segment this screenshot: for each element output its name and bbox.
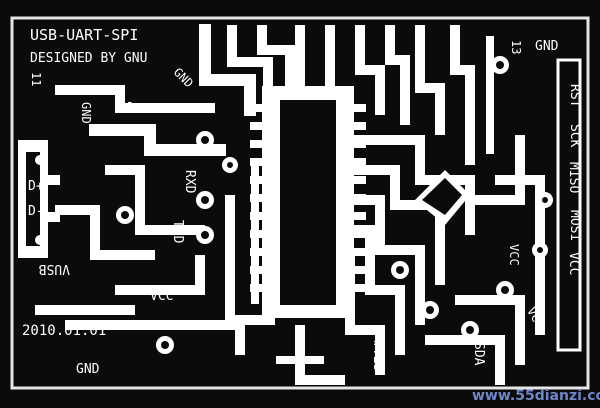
ic-pins-right: [348, 104, 366, 292]
label-txd: TXD: [170, 220, 185, 244]
board-outline: [10, 16, 590, 390]
trace: [89, 124, 226, 156]
label-vcc-right: VCC: [566, 252, 581, 275]
ic-pin: [250, 230, 268, 238]
label-miso: MISO: [566, 162, 581, 193]
trace: [345, 195, 425, 325]
ic-pin: [250, 122, 268, 130]
ic-pin: [348, 194, 366, 202]
ic-pin: [348, 212, 366, 220]
label-tes: #TES: [370, 340, 385, 371]
usb-pad: [40, 212, 60, 222]
trace: [105, 165, 205, 235]
trace: [450, 25, 475, 165]
board-title: USB-UART-SPI: [30, 26, 138, 44]
trace: [55, 85, 215, 113]
label-11: 11: [29, 72, 43, 86]
ic-pin: [250, 284, 268, 292]
trace: [345, 165, 445, 285]
usb-connector-inner: [26, 152, 40, 246]
vias: [35, 56, 553, 354]
via: [35, 235, 45, 245]
label-vcc-mid: VCC: [507, 244, 521, 266]
ic-pin: [250, 266, 268, 274]
crystal-component-body: [422, 178, 462, 215]
trace: [115, 255, 205, 295]
label-gnd-left-mid: GND: [79, 102, 93, 124]
ic-pin: [250, 212, 268, 220]
board-credit: DESIGNED BY GNU: [30, 51, 147, 66]
label-gnd-top-right: GND: [535, 39, 559, 54]
ic-pin: [250, 158, 268, 166]
trace: [199, 24, 256, 116]
trace: [257, 25, 295, 105]
trace: [465, 135, 525, 205]
ic-body: [280, 100, 336, 305]
trace: [415, 25, 445, 135]
label-mosi: MOSI: [567, 210, 582, 241]
ic-pin: [348, 176, 366, 184]
trace: [355, 25, 385, 115]
label-13: 13: [509, 40, 523, 54]
ic-pin: [348, 284, 366, 292]
label-d-plus: D+: [28, 179, 44, 194]
ic-pin: [348, 266, 366, 274]
trace: [495, 175, 545, 335]
trace: [385, 25, 410, 125]
silkscreen-text: USB-UART-SPI DESIGNED BY GNU GND 13 11 G…: [22, 26, 582, 377]
ic-pin: [250, 104, 268, 112]
ic-pin: [348, 122, 366, 130]
trace: [225, 195, 275, 325]
label-rxd: RXD: [182, 170, 197, 194]
ic-pin: [348, 140, 366, 148]
board-date: 2010.01.01: [22, 323, 106, 339]
label-vcc-left: VCC: [150, 289, 173, 304]
ic-pin: [348, 104, 366, 112]
label-gnd-bottom: GND: [76, 362, 100, 377]
label-sda: SDA: [471, 342, 486, 366]
ic-pin: [250, 140, 268, 148]
ic-pin: [250, 194, 268, 202]
ic-pin: [348, 158, 366, 166]
usb-pad: [40, 175, 60, 185]
via: [35, 155, 45, 165]
right-connector-strip: [556, 58, 582, 352]
ic-pins-left: [250, 104, 268, 292]
trace: [455, 295, 525, 365]
trace: [425, 335, 505, 385]
ic-pin: [250, 176, 268, 184]
label-vusb: VUSB: [39, 261, 70, 276]
label-sck: SCK: [567, 124, 582, 148]
trace: [295, 325, 345, 385]
watermark: www.55dianzi.com: [472, 388, 600, 404]
ic-pin: [348, 230, 366, 238]
ic-pin: [250, 248, 268, 256]
label-d-minus-top: D-: [118, 95, 134, 110]
label-rst: RST: [567, 84, 582, 108]
label-d-minus: D-: [28, 204, 44, 219]
trace: [55, 205, 155, 260]
ic-pin: [348, 248, 366, 256]
